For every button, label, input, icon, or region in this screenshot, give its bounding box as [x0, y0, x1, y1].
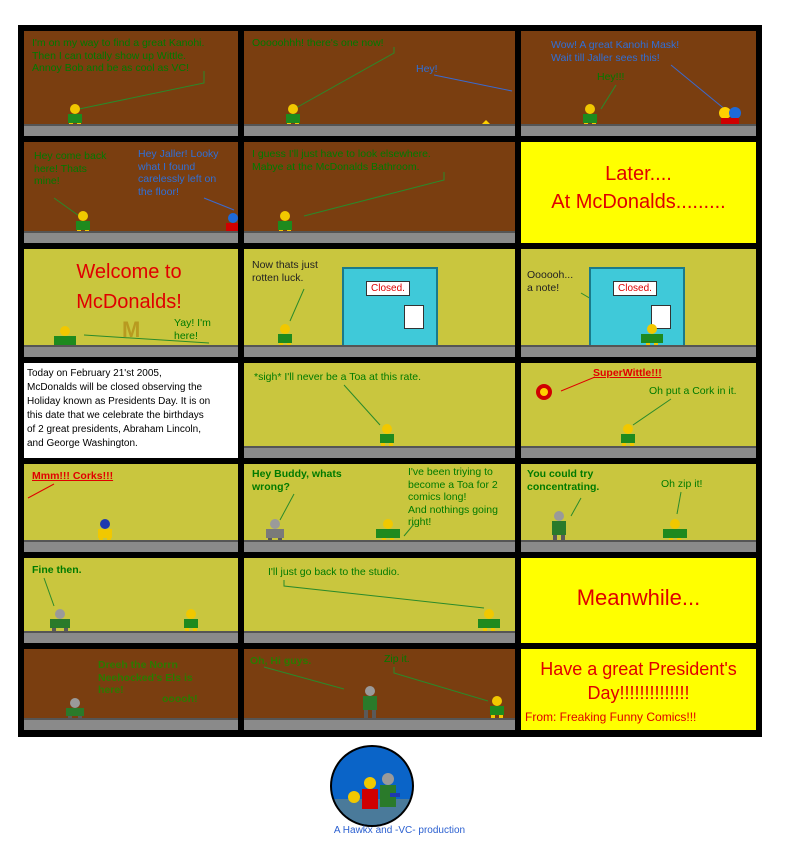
- panel-19: Dreeh the Norrn Neehocked's Els is here!…: [24, 649, 238, 730]
- speech-text: Yay! I'm here!: [174, 317, 211, 342]
- floor: [244, 631, 515, 643]
- speech-text: Ooooohhh! there's one now!: [252, 37, 384, 49]
- panel-5: I guess I'll just have to look elsewhere…: [244, 142, 515, 243]
- floor: [521, 540, 756, 552]
- note-paper: [404, 305, 424, 329]
- panel-11: *sigh* I'll never be a Toa at this rate.: [244, 363, 515, 458]
- flying-figure-red: [535, 383, 553, 401]
- floor: [24, 124, 238, 136]
- studio-logo: [330, 745, 414, 827]
- speech-text: Zip it.: [384, 653, 410, 665]
- panel-17: I'll just go back to the studio.: [244, 558, 515, 643]
- speech-text: Mmm!!! Corks!!!: [32, 470, 114, 482]
- panel-21: Have a great President's Day!!!!!!!!!!!!…: [521, 649, 756, 730]
- floor: [244, 446, 515, 458]
- speech-text: Hey!: [416, 63, 438, 75]
- speech-text: ooooh!: [162, 693, 198, 705]
- floor: [521, 446, 756, 458]
- floor: [24, 231, 238, 243]
- caption-credit: From: Freaking Funny Comics!!!: [525, 710, 697, 724]
- panel-16: Fine then.: [24, 558, 238, 643]
- speech-text: Now thats just rotten luck.: [252, 259, 318, 284]
- speech-text: *sigh* I'll never be a Toa at this rate.: [254, 371, 421, 383]
- floor: [521, 345, 756, 357]
- speech-text: Hey Jaller! Looky what I found carelessl…: [138, 148, 219, 198]
- floor: [244, 124, 515, 136]
- speech-text: SuperWittle!!!: [593, 367, 662, 379]
- mcdonalds-logo: M: [122, 317, 141, 342]
- floor: [244, 718, 515, 730]
- speech-text: I'm on my way to find a great Kanohi. Th…: [32, 37, 205, 74]
- panel-9: Oooooh... a note! Closed.: [521, 249, 756, 357]
- closed-sign: Closed.: [366, 281, 410, 296]
- toa-figure-red-blue: [226, 212, 238, 234]
- speech-text: Hey Buddy, whats wrong?: [252, 468, 342, 493]
- closed-sign: Closed.: [613, 281, 657, 296]
- panel-13: Mmm!!! Corks!!!: [24, 464, 238, 552]
- panel-15: You could try concentrating. Oh zip it!: [521, 464, 756, 552]
- speech-text: Oh zip it!: [661, 478, 703, 490]
- panel-12: SuperWittle!!! Oh put a Cork in it.: [521, 363, 756, 458]
- floor: [24, 631, 238, 643]
- speech-text: Oh, Hi guys.: [250, 655, 312, 667]
- panel-20: Oh, Hi guys. Zip it.: [244, 649, 515, 730]
- panel-7: Welcome to McDonalds! Yay! I'm here! M: [24, 249, 238, 357]
- speech-text: Oh put a Cork in it.: [649, 385, 737, 397]
- floor: [521, 124, 756, 136]
- speech-text: I'll just go back to the studio.: [268, 566, 400, 578]
- caption-text: Later.... At McDonalds.........: [551, 163, 726, 213]
- caption-text: Meanwhile...: [576, 585, 701, 610]
- note-paper: [651, 305, 671, 329]
- panel-3: Wow! A great Kanohi Mask! Wait till Jall…: [521, 31, 756, 136]
- production-credit: A Hawkx and -VC- production: [333, 825, 466, 836]
- speech-text: Fine then.: [32, 564, 82, 576]
- speech-text: Oooooh... a note!: [527, 269, 574, 294]
- caption-text: Welcome to McDonalds!: [76, 261, 182, 313]
- panel-4: Hey come back here! Thats mine! Hey Jall…: [24, 142, 238, 243]
- speech-text: Hey come back here! Thats mine!: [34, 150, 107, 187]
- note-text: Today on February 21'st 2005, McDonalds …: [27, 368, 211, 449]
- speech-text: I guess I'll just have to look elsewhere…: [252, 148, 431, 173]
- floor: [244, 345, 515, 357]
- panel-10: Today on February 21'st 2005, McDonalds …: [24, 363, 238, 458]
- floor: [244, 540, 515, 552]
- floor: [24, 718, 238, 730]
- caption-text: Have a great President's Day!!!!!!!!!!!!…: [540, 659, 737, 703]
- speech-text: Hey!!!: [597, 71, 625, 83]
- comic-grid: I'm on my way to find a great Kanohi. Th…: [18, 25, 762, 737]
- panel-2: Ooooohhh! there's one now! Hey!: [244, 31, 515, 136]
- speech-text: I've been triying to become a Toa for 2 …: [408, 466, 498, 528]
- floor: [244, 231, 515, 243]
- speech-text: Dreeh the Norrn Neehocked's Els is here!: [98, 659, 193, 696]
- speech-text: You could try concentrating.: [527, 468, 600, 493]
- speech-text: Wow! A great Kanohi Mask! Wait till Jall…: [551, 39, 680, 64]
- panel-8: Now thats just rotten luck. Closed.: [244, 249, 515, 357]
- panel-6: Later.... At McDonalds.........: [521, 142, 756, 243]
- panel-14: Hey Buddy, whats wrong? I've been triyin…: [244, 464, 515, 552]
- panel-1: I'm on my way to find a great Kanohi. Th…: [24, 31, 238, 136]
- floor: [24, 345, 238, 357]
- panel-18: Meanwhile...: [521, 558, 756, 643]
- toa-figure-red-blue: [717, 105, 743, 131]
- floor: [24, 540, 238, 552]
- toa-figure-grey: [360, 685, 380, 723]
